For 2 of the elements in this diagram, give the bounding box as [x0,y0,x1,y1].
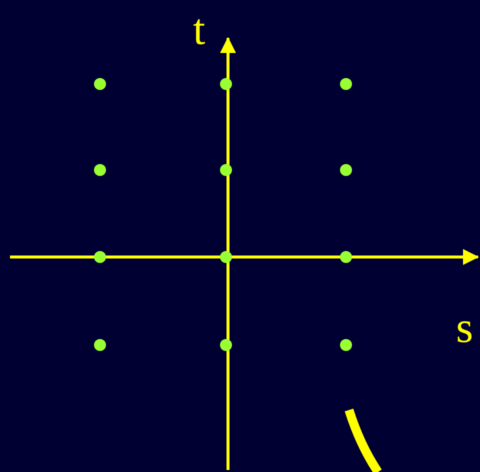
axis-label: t [193,8,206,52]
axis-label: s [456,306,474,350]
